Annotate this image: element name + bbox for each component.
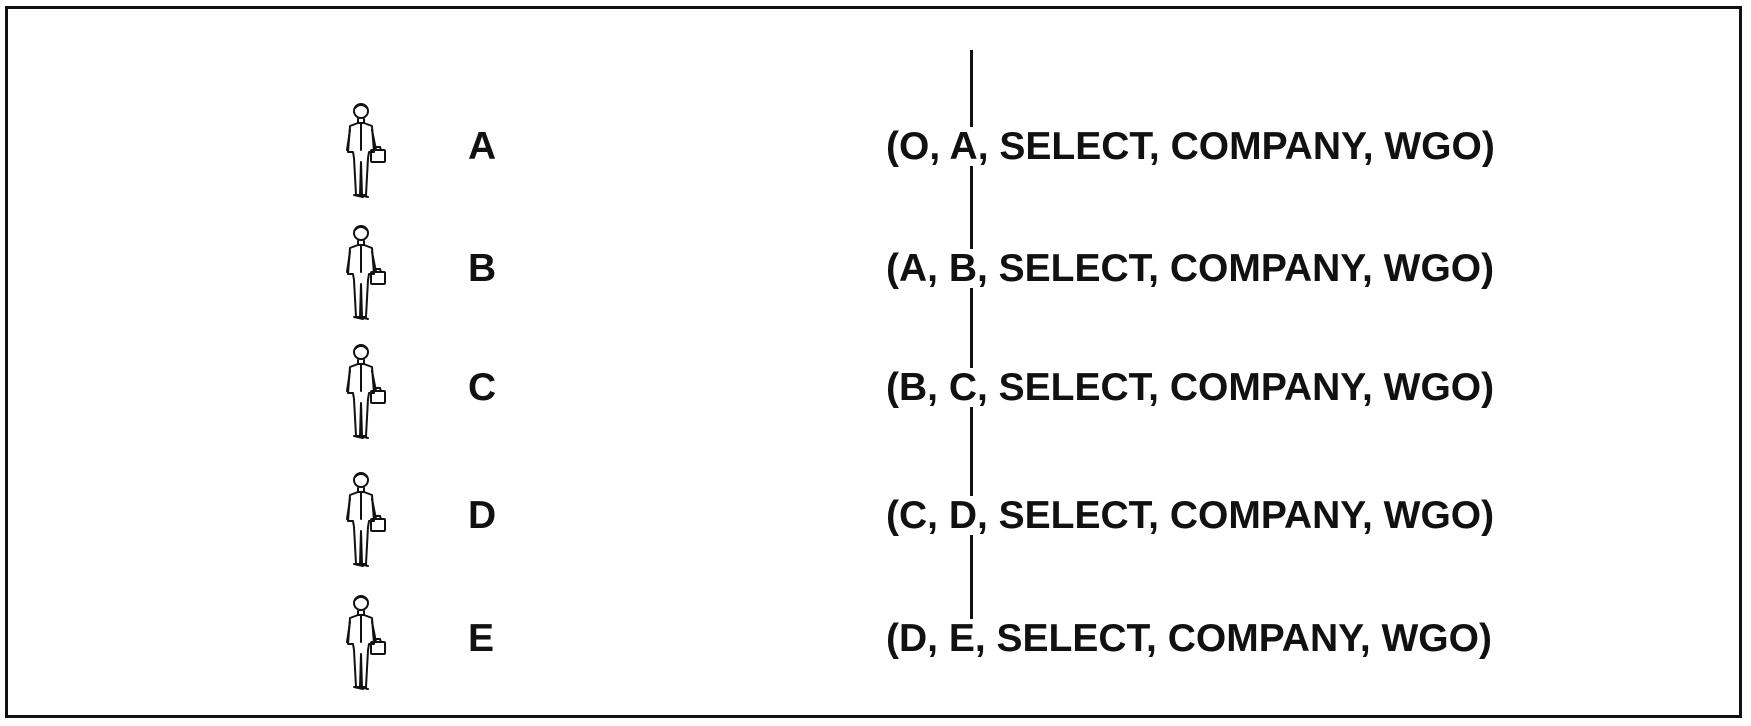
vertical-divider-line xyxy=(970,50,973,625)
node-label: C xyxy=(468,366,497,409)
diagram-row-e: E (D, E, SELECT, COMPANY, WGO) xyxy=(0,592,1751,702)
tuple-label: (D, E, SELECT, COMPANY, WGO) xyxy=(884,617,1494,660)
node-label: E xyxy=(468,617,495,660)
tuple-label: (B, C, SELECT, COMPANY, WGO) xyxy=(884,366,1497,409)
diagram-frame xyxy=(5,6,1742,718)
node-label: A xyxy=(468,125,497,168)
businessman-icon xyxy=(336,100,396,204)
diagram-row-a: A (O, A, SELECT, COMPANY, WGO) xyxy=(0,100,1751,210)
diagram-row-b: B (A, B, SELECT, COMPANY, WGO) xyxy=(0,222,1751,332)
businessman-icon xyxy=(336,222,396,326)
diagram-row-c: C (B, C, SELECT, COMPANY, WGO) xyxy=(0,341,1751,451)
businessman-icon xyxy=(336,341,396,445)
node-label: D xyxy=(468,494,497,537)
diagram-row-d: D (C, D, SELECT, COMPANY, WGO) xyxy=(0,469,1751,579)
tuple-label: (A, B, SELECT, COMPANY, WGO) xyxy=(884,247,1497,290)
node-label: B xyxy=(468,247,497,290)
tuple-label: (C, D, SELECT, COMPANY, WGO) xyxy=(884,494,1497,537)
businessman-icon xyxy=(336,592,396,696)
tuple-label: (O, A, SELECT, COMPANY, WGO) xyxy=(884,125,1497,168)
businessman-icon xyxy=(336,469,396,573)
